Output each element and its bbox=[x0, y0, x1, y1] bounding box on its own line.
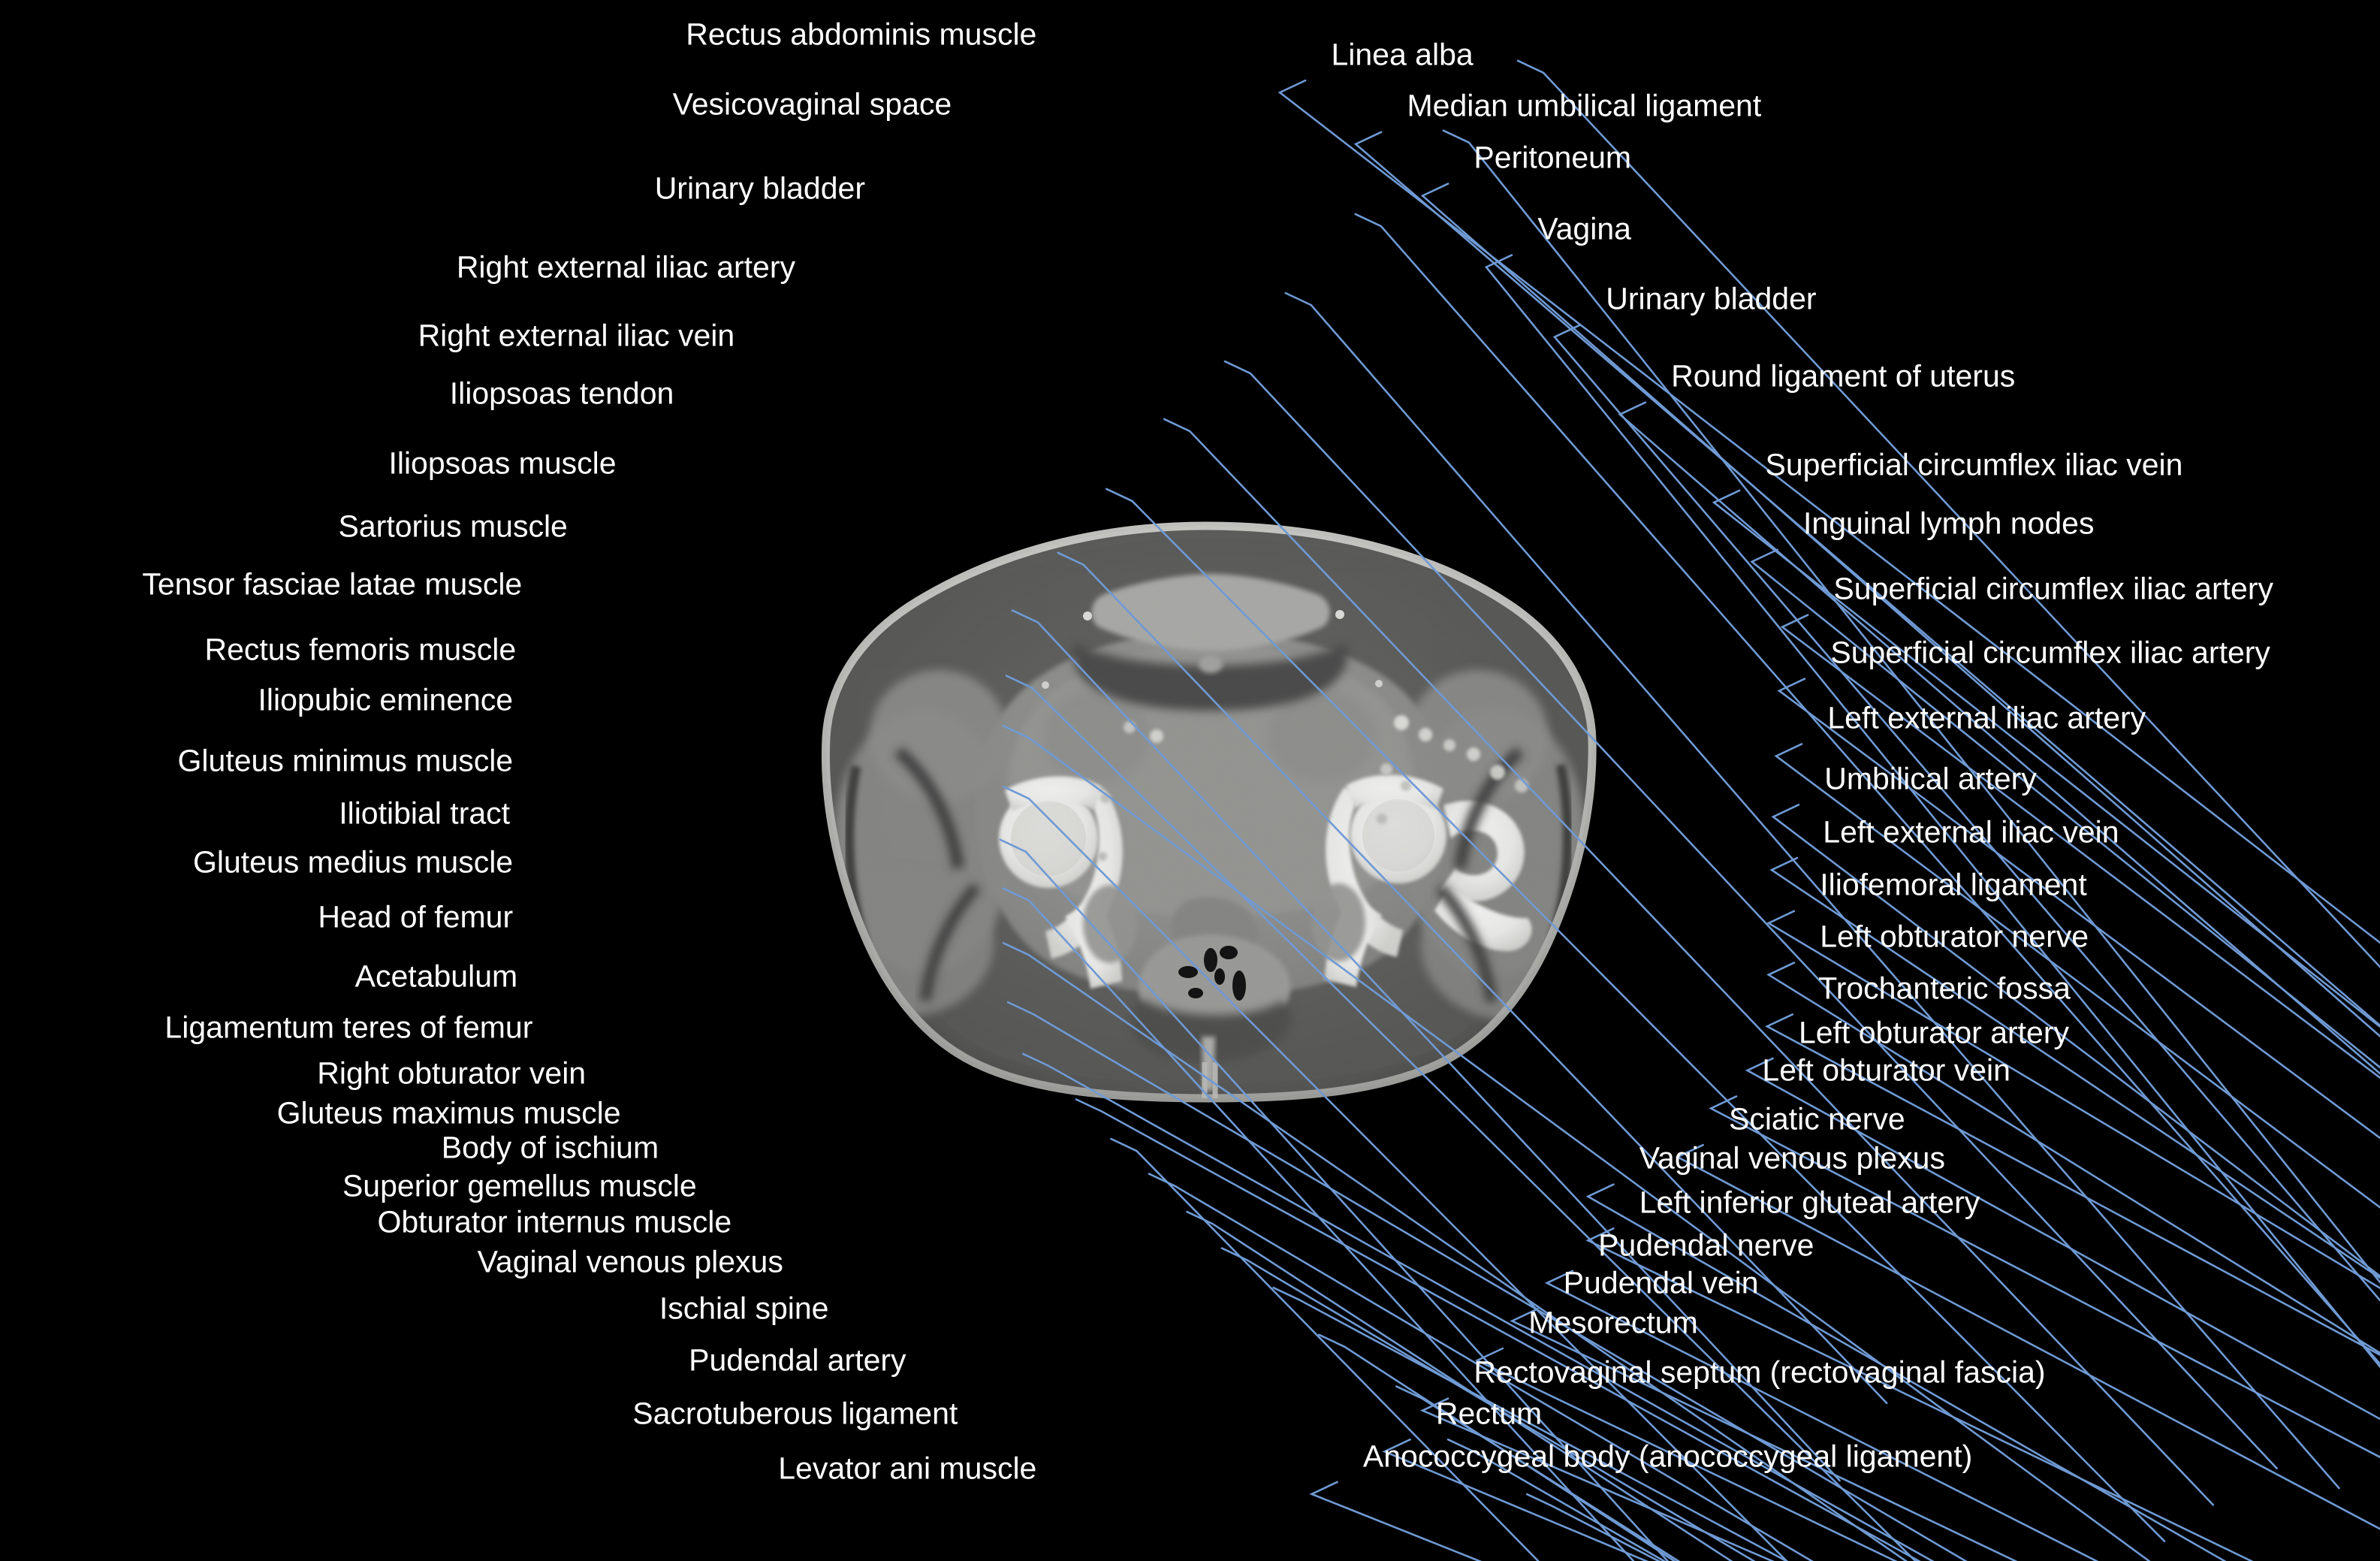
anatomy-label: Right external iliac artery bbox=[456, 249, 796, 285]
anatomy-label: Rectus abdominis muscle bbox=[686, 17, 1037, 52]
anatomy-label: Pudendal vein bbox=[1563, 1265, 1759, 1300]
anatomy-label: Vaginal venous plexus bbox=[1639, 1140, 1945, 1176]
anatomy-label: Acetabulum bbox=[354, 959, 518, 994]
anatomy-label: Right external iliac vein bbox=[418, 318, 735, 353]
anatomy-label: Body of ischium bbox=[441, 1130, 659, 1165]
anatomy-label: Vesicovaginal space bbox=[672, 86, 952, 122]
anatomy-label: Vagina bbox=[1537, 211, 1631, 246]
anatomy-label: Rectovaginal septum (rectovaginal fascia… bbox=[1474, 1354, 2046, 1390]
anatomy-label: Right obturator vein bbox=[317, 1055, 587, 1091]
anatomy-label: Peritoneum bbox=[1474, 140, 1632, 175]
anatomy-label: Head of femur bbox=[318, 899, 514, 934]
anatomy-label: Gluteus maximus muscle bbox=[276, 1095, 621, 1131]
anatomy-label: Left external iliac artery bbox=[1827, 700, 2146, 735]
anatomy-label: Inguinal lymph nodes bbox=[1803, 506, 2095, 541]
anatomy-label: Sartorius muscle bbox=[338, 509, 568, 544]
anatomy-label: Superficial circumflex iliac artery bbox=[1833, 571, 2273, 606]
anatomy-label: Left external iliac vein bbox=[1823, 814, 2119, 850]
anatomy-label: Rectus femoris muscle bbox=[204, 632, 517, 667]
anatomy-label: Iliopsoas tendon bbox=[449, 376, 674, 411]
anatomy-label: Gluteus medius muscle bbox=[192, 844, 514, 880]
anatomy-label: Left obturator artery bbox=[1798, 1015, 2070, 1050]
anatomy-label: Gluteus minimus muscle bbox=[177, 743, 514, 778]
anatomy-label: Sciatic nerve bbox=[1728, 1101, 1905, 1137]
anatomy-label: Iliofemoral ligament bbox=[1820, 867, 2087, 902]
anatomy-label: Iliopsoas muscle bbox=[388, 445, 617, 481]
anatomy-label: Umbilical artery bbox=[1824, 761, 2037, 796]
anatomy-label: Superficial circumflex iliac vein bbox=[1765, 447, 2183, 482]
anatomy-label: Iliotibial tract bbox=[339, 796, 511, 831]
anatomy-label: Ischial spine bbox=[659, 1291, 829, 1326]
anatomy-label: Tensor fasciae latae muscle bbox=[142, 566, 523, 602]
anatomy-label: Left obturator nerve bbox=[1820, 919, 2089, 954]
anatomy-label: Pudendal artery bbox=[689, 1342, 906, 1378]
anatomy-label: Levator ani muscle bbox=[778, 1451, 1037, 1486]
anatomy-label: Obturator internus muscle bbox=[377, 1204, 732, 1239]
anatomy-label: Trochanteric fossa bbox=[1818, 971, 2071, 1006]
anatomy-label: Sacrotuberous ligament bbox=[632, 1396, 958, 1431]
anatomy-label: Vaginal venous plexus bbox=[477, 1244, 783, 1279]
anatomy-label: Ligamentum teres of femur bbox=[164, 1010, 533, 1045]
anatomy-label: Iliopubic eminence bbox=[258, 682, 514, 717]
anatomy-label: Median umbilical ligament bbox=[1407, 88, 1762, 123]
anatomy-label: Mesorectum bbox=[1528, 1305, 1698, 1340]
anatomy-label: Superior gemellus muscle bbox=[342, 1168, 697, 1203]
anatomy-label: Rectum bbox=[1435, 1396, 1543, 1431]
anatomy-label: Pudendal nerve bbox=[1598, 1227, 1814, 1263]
anatomy-label: Urinary bladder bbox=[1606, 281, 1817, 316]
anatomy-label: Left obturator vein bbox=[1762, 1052, 2010, 1088]
anatomy-label: Anococcygeal body (anococcygeal ligament… bbox=[1362, 1439, 1973, 1474]
anatomy-label: Round ligament of uterus bbox=[1671, 358, 2016, 394]
anatomy-label: Superficial circumflex iliac artery bbox=[1830, 635, 2270, 670]
anatomy-label: Urinary bladder bbox=[654, 171, 865, 206]
anatomy-label: Linea alba bbox=[1331, 37, 1474, 72]
anatomy-label: Left inferior gluteal artery bbox=[1639, 1185, 1980, 1220]
